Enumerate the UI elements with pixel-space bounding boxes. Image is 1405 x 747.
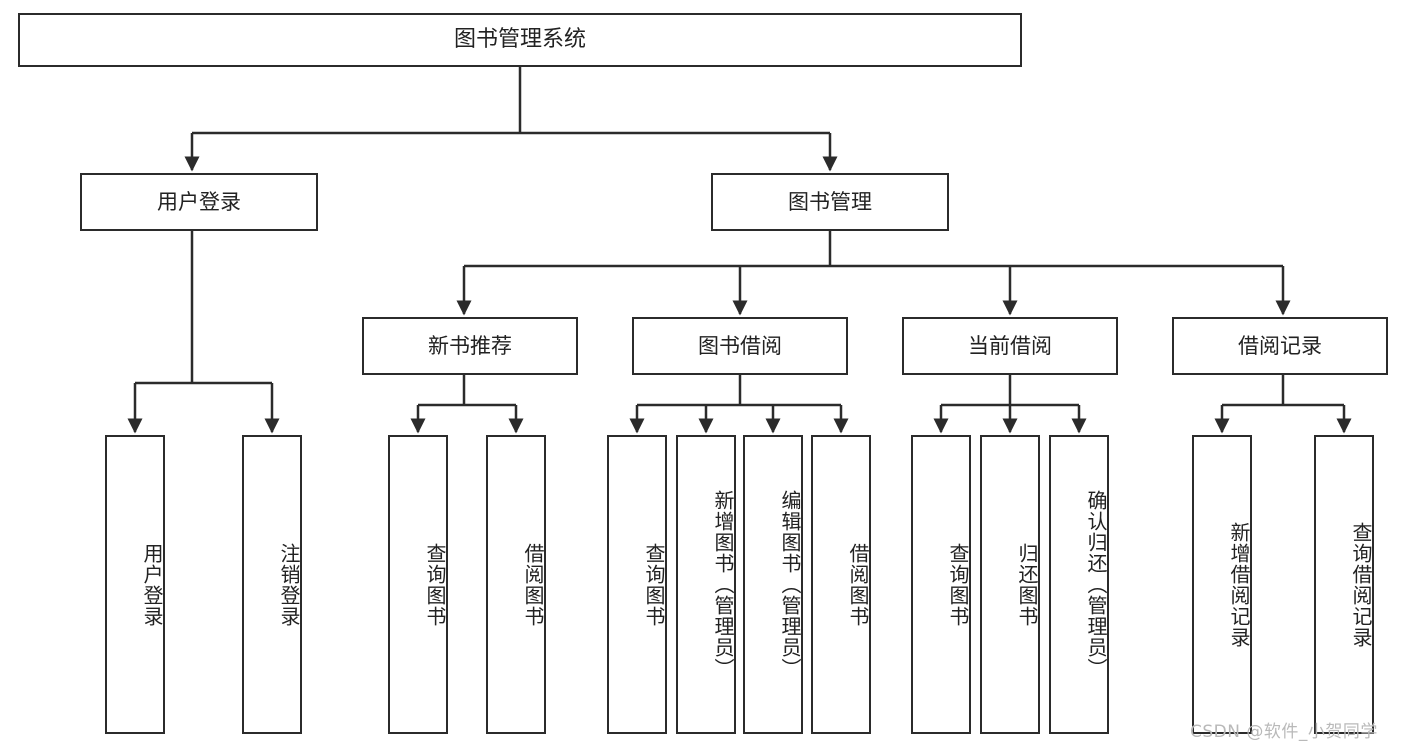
- node-leaf-query-book-1-label: 查询图书: [423, 542, 447, 627]
- node-leaf-query-book-2-label: 查询图书: [642, 542, 666, 627]
- node-leaf-borrow-book-2-label: 借阅图书: [846, 542, 870, 627]
- node-leaf-add-book-label: 新增图书（管理员）: [711, 490, 735, 679]
- node-leaf-query-book-1[interactable]: 查询图书: [388, 435, 448, 734]
- node-user-login[interactable]: 用户登录: [80, 173, 318, 231]
- node-root-label: 图书管理系统: [453, 27, 586, 53]
- node-leaf-query-record-label: 查询借阅记录: [1349, 521, 1373, 648]
- node-leaf-borrow-book-1[interactable]: 借阅图书: [486, 435, 546, 734]
- node-leaf-query-book-3-label: 查询图书: [946, 542, 970, 627]
- node-leaf-return-book[interactable]: 归还图书: [980, 435, 1040, 734]
- node-current-borrow-label: 当前借阅: [968, 333, 1052, 358]
- node-new-book-recommend[interactable]: 新书推荐: [362, 317, 578, 375]
- node-root[interactable]: 图书管理系统: [18, 13, 1022, 67]
- node-book-borrow[interactable]: 图书借阅: [632, 317, 848, 375]
- node-leaf-confirm-return-label: 确认归还（管理员）: [1084, 490, 1108, 679]
- node-book-management[interactable]: 图书管理: [711, 173, 949, 231]
- node-book-borrow-label: 图书借阅: [698, 333, 782, 358]
- node-leaf-query-book-2[interactable]: 查询图书: [607, 435, 667, 734]
- csdn-watermark: CSDN @软件_小贺同学: [1190, 722, 1378, 742]
- node-user-login-label: 用户登录: [157, 189, 241, 214]
- node-current-borrow[interactable]: 当前借阅: [902, 317, 1118, 375]
- node-leaf-add-book[interactable]: 新增图书（管理员）: [676, 435, 736, 734]
- node-new-book-recommend-label: 新书推荐: [428, 333, 512, 358]
- node-leaf-query-book-3[interactable]: 查询图书: [911, 435, 971, 734]
- node-borrow-record-label: 借阅记录: [1238, 333, 1322, 358]
- node-leaf-edit-book[interactable]: 编辑图书（管理员）: [743, 435, 803, 734]
- node-book-management-label: 图书管理: [788, 189, 872, 214]
- node-leaf-add-record[interactable]: 新增借阅记录: [1192, 435, 1252, 734]
- node-leaf-return-book-label: 归还图书: [1015, 542, 1039, 627]
- node-leaf-edit-book-label: 编辑图书（管理员）: [778, 490, 802, 679]
- node-borrow-record[interactable]: 借阅记录: [1172, 317, 1388, 375]
- node-leaf-logout-login-label: 注销登录: [277, 542, 301, 627]
- node-leaf-user-login-label: 用户登录: [140, 542, 164, 627]
- node-leaf-add-record-label: 新增借阅记录: [1227, 521, 1251, 648]
- node-leaf-borrow-book-1-label: 借阅图书: [521, 542, 545, 627]
- node-leaf-logout-login[interactable]: 注销登录: [242, 435, 302, 734]
- node-leaf-user-login[interactable]: 用户登录: [105, 435, 165, 734]
- node-leaf-query-record[interactable]: 查询借阅记录: [1314, 435, 1374, 734]
- node-leaf-borrow-book-2[interactable]: 借阅图书: [811, 435, 871, 734]
- node-leaf-confirm-return[interactable]: 确认归还（管理员）: [1049, 435, 1109, 734]
